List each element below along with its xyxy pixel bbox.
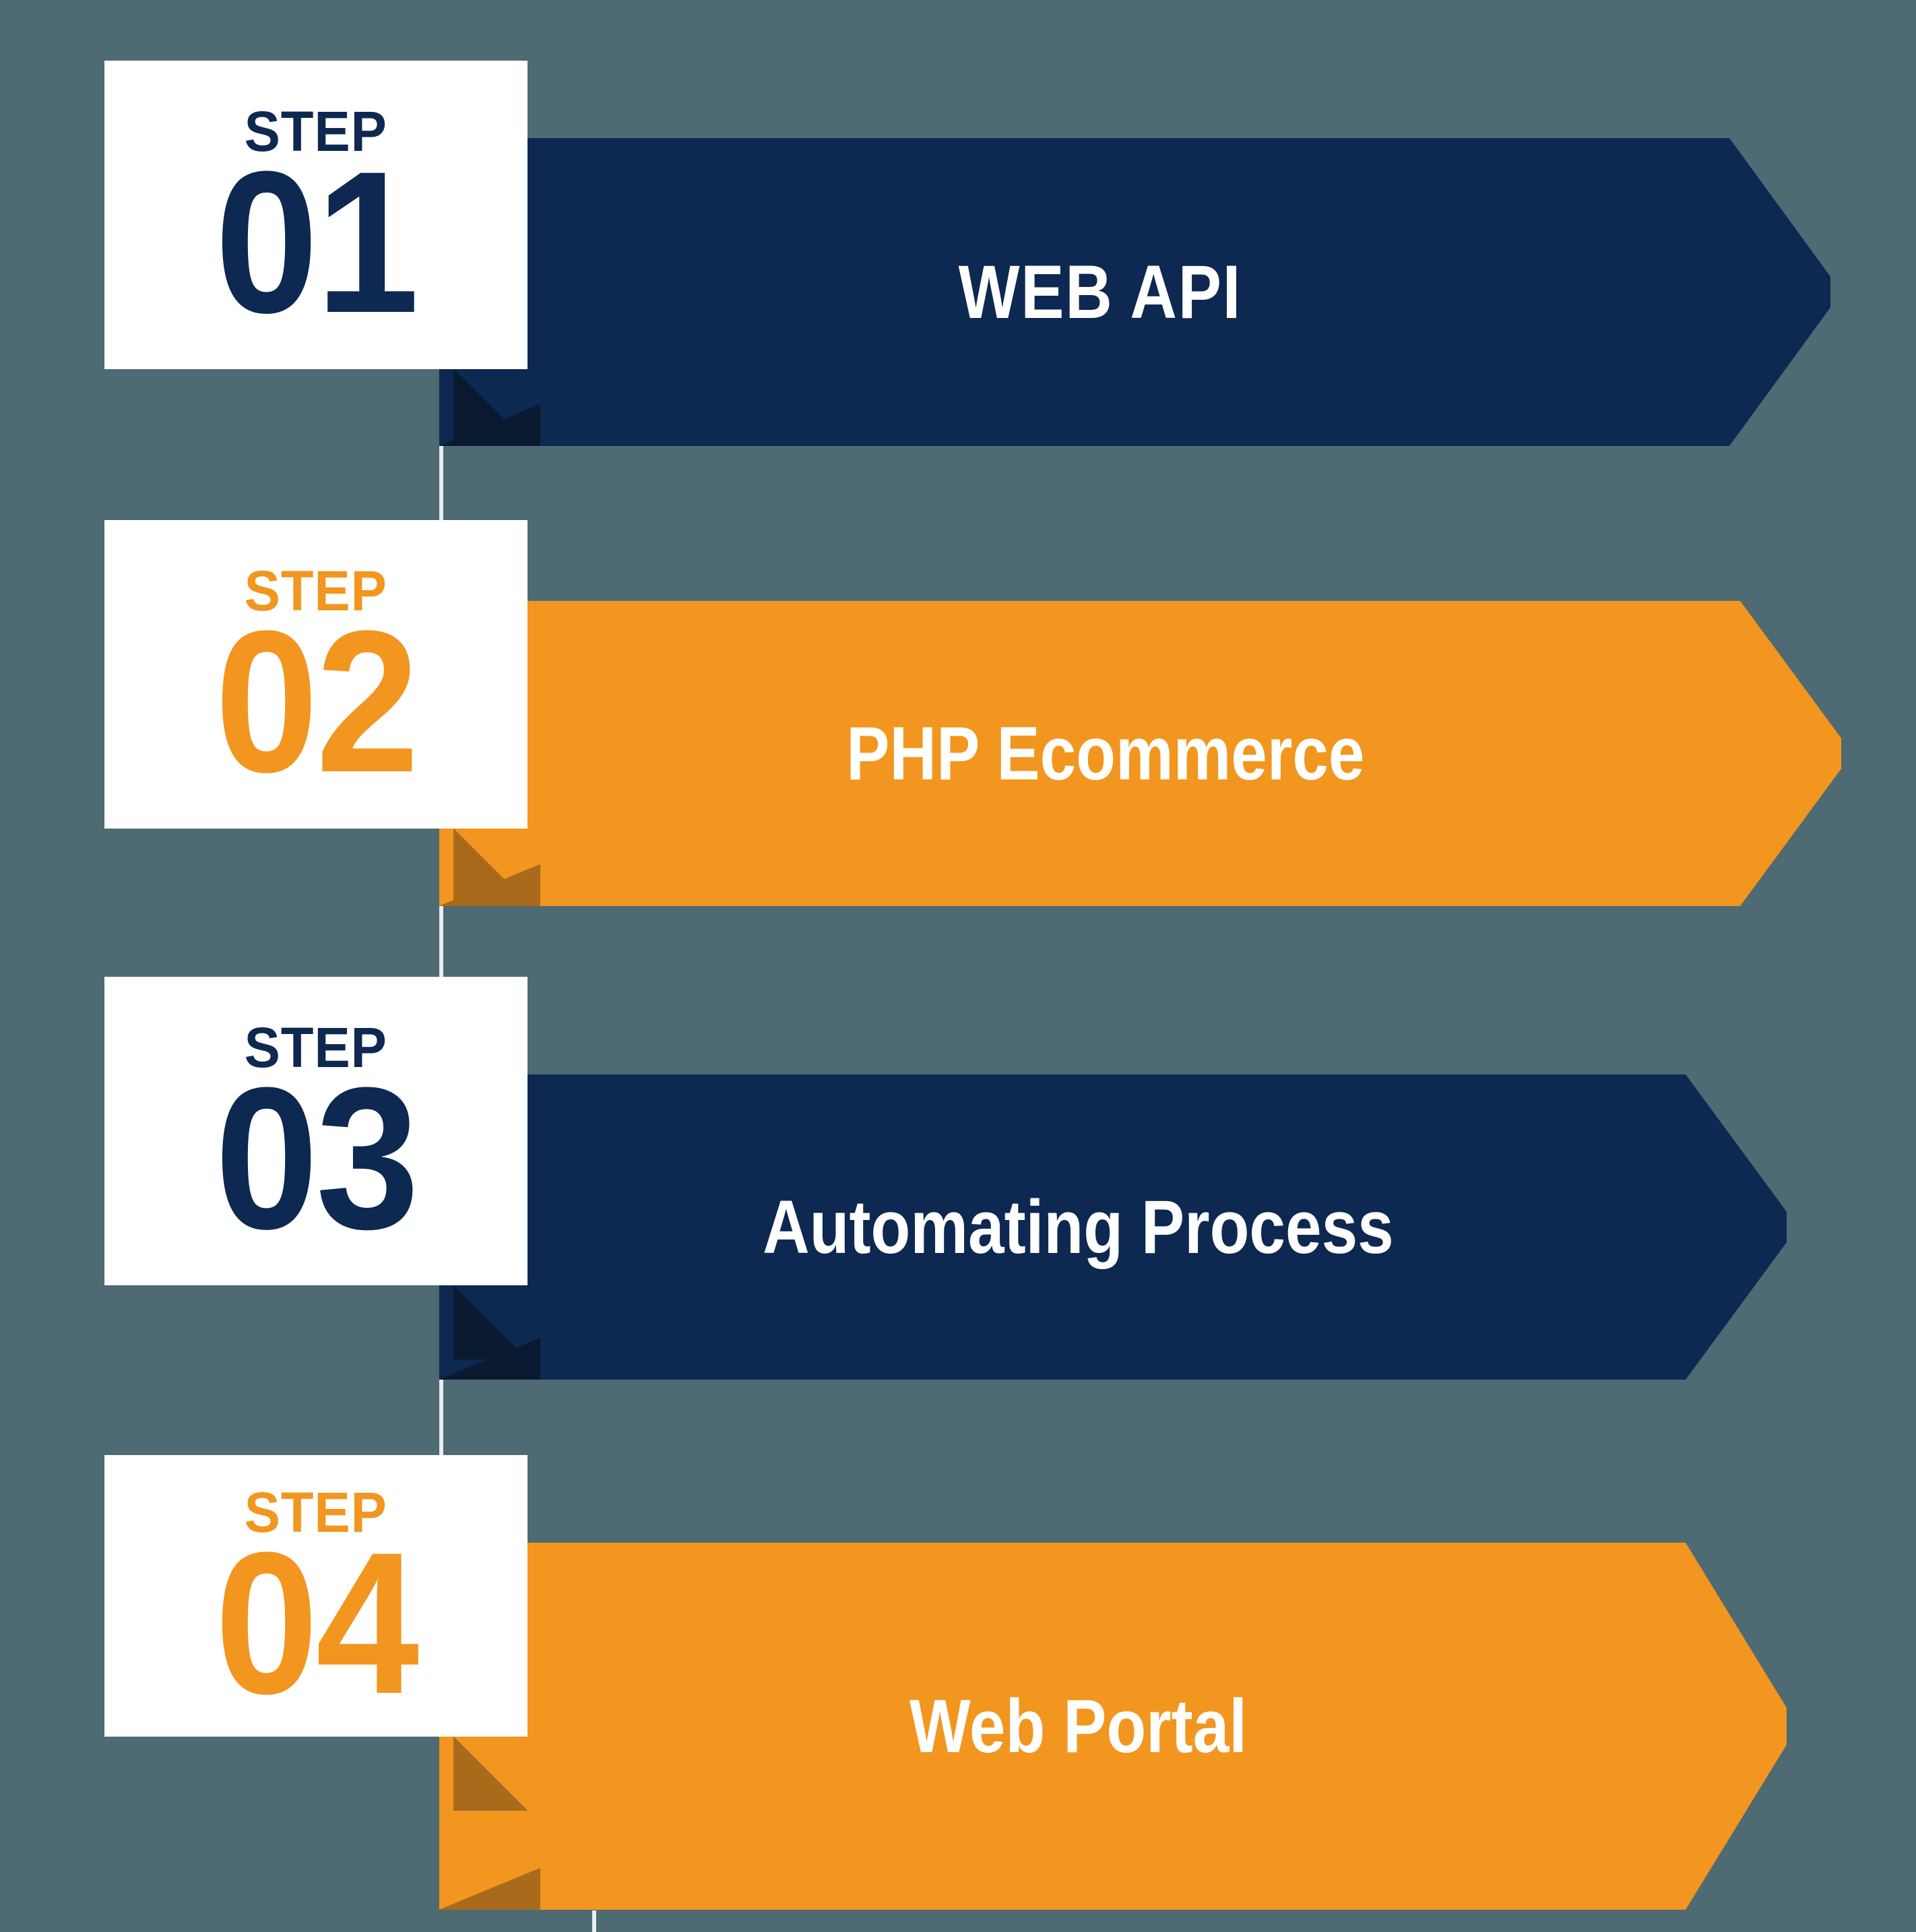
step-word-1: STEP bbox=[244, 100, 388, 164]
step-number-4: 04 bbox=[215, 1509, 419, 1736]
step-word-3: STEP bbox=[244, 1016, 388, 1080]
step-banner-label-1: WEB API bbox=[958, 250, 1242, 334]
step-number-3: 03 bbox=[215, 1044, 419, 1271]
step-card-3[interactable]: STEP 03 bbox=[104, 977, 528, 1285]
card-shadow-1 bbox=[453, 369, 528, 443]
step-banner-4[interactable]: Web Portal bbox=[439, 1543, 1787, 1910]
banner-arrow-shape bbox=[439, 138, 1830, 446]
banner-arrow-shape bbox=[439, 601, 1841, 906]
step-banner-1[interactable]: WEB API bbox=[439, 138, 1830, 446]
step-banner-label-3: Automating Process bbox=[763, 1185, 1394, 1269]
banner-shadow-notch bbox=[439, 1868, 540, 1910]
step-banner-label-4: Web Portal bbox=[909, 1684, 1248, 1768]
step-number-2: 02 bbox=[215, 587, 419, 814]
card-shadow-2 bbox=[453, 829, 528, 903]
step-card-4[interactable]: STEP 04 bbox=[104, 1455, 528, 1737]
step-banner-label-2: PHP Ecommerce bbox=[846, 711, 1365, 796]
banner-arrow-shape bbox=[439, 1074, 1787, 1380]
step-banner-3[interactable]: Automating Process bbox=[439, 1074, 1787, 1380]
step-card-2[interactable]: STEP 02 bbox=[104, 520, 528, 829]
step-banner-2[interactable]: PHP Ecommerce bbox=[439, 601, 1841, 906]
connector-line-tail bbox=[592, 1910, 596, 1932]
card-shadow-4 bbox=[453, 1737, 528, 1811]
step-number-1: 01 bbox=[215, 128, 419, 355]
banner-arrow-shape bbox=[439, 1543, 1787, 1910]
step-word-4: STEP bbox=[244, 1481, 388, 1545]
step-card-1[interactable]: STEP 01 bbox=[104, 61, 528, 369]
card-shadow-3 bbox=[453, 1285, 528, 1359]
step-word-2: STEP bbox=[244, 559, 388, 623]
